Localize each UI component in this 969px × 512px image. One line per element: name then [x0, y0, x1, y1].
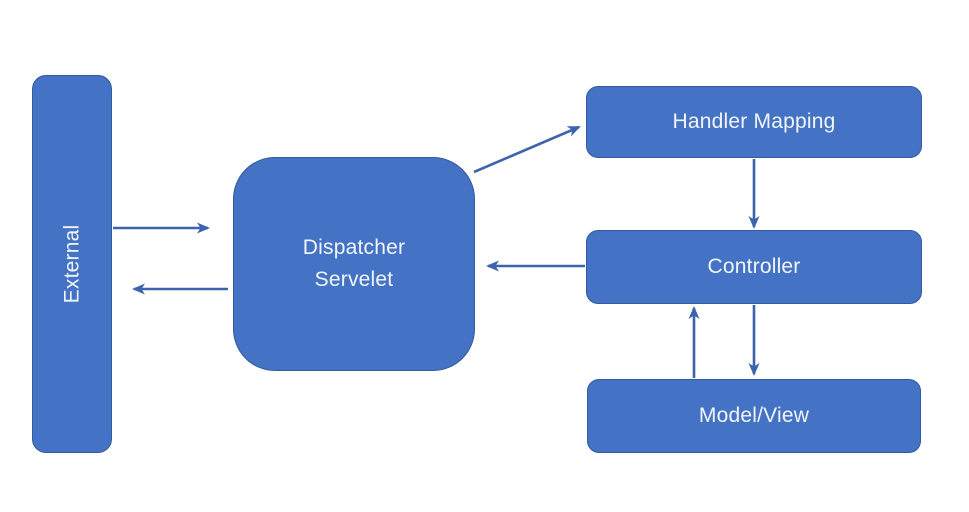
node-controller-label: Controller: [707, 255, 801, 278]
arrow-dispatcher-to-handler-mapping: [473, 125, 581, 174]
node-handler-mapping: Handler Mapping: [586, 86, 922, 158]
node-model-view-label: Model/View: [698, 404, 810, 427]
node-dispatcher-servlet-label-line2: Servelet: [314, 268, 394, 291]
node-dispatcher-servlet-label-line1: Dispatcher: [302, 236, 406, 259]
node-handler-mapping-label: Handler Mapping: [672, 110, 836, 133]
node-external: External: [32, 75, 112, 453]
node-dispatcher-servlet: Dispatcher Servelet: [233, 157, 475, 371]
node-model-view: Model/View: [587, 379, 921, 453]
node-controller: Controller: [586, 230, 922, 304]
node-external-label: External: [60, 224, 84, 304]
